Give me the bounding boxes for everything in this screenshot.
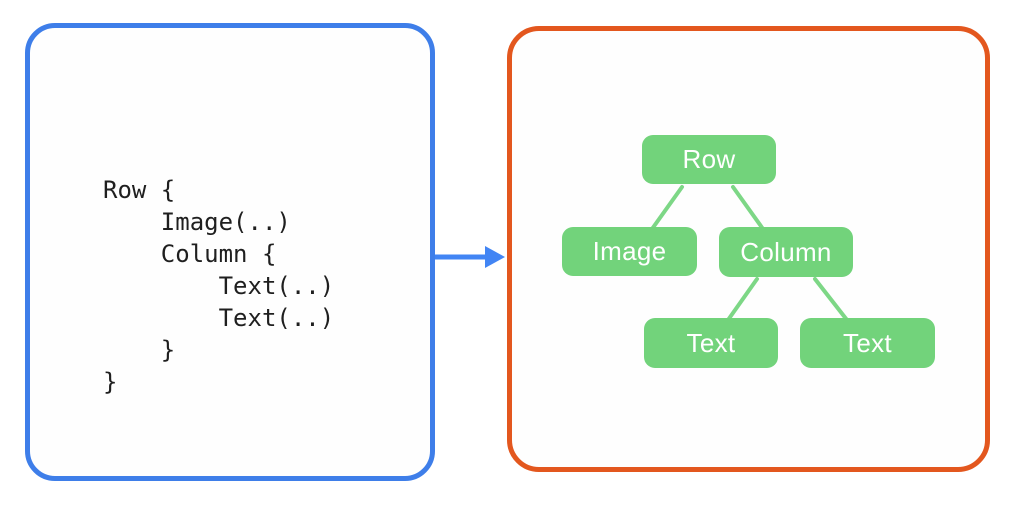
arrow-head xyxy=(485,246,505,268)
tree-connectors xyxy=(650,185,849,322)
arrow-right-icon xyxy=(435,246,505,268)
tree-node-column: Column xyxy=(719,227,853,277)
code-panel: Row { Image(..) Column { Text(..) Text(.… xyxy=(25,23,435,481)
code-snippet: Row { Image(..) Column { Text(..) Text(.… xyxy=(103,176,335,396)
connector-column-text2 xyxy=(813,277,849,322)
tree-panel: Row Image Column Text Text xyxy=(507,26,990,472)
connector-row-column xyxy=(731,185,765,231)
tree-node-row: Row xyxy=(642,135,776,184)
tree-node-text-1: Text xyxy=(644,318,778,368)
connector-row-image xyxy=(650,185,684,231)
tree-node-image: Image xyxy=(562,227,697,276)
connector-column-text1 xyxy=(726,277,759,322)
tree-node-text-2: Text xyxy=(800,318,935,368)
